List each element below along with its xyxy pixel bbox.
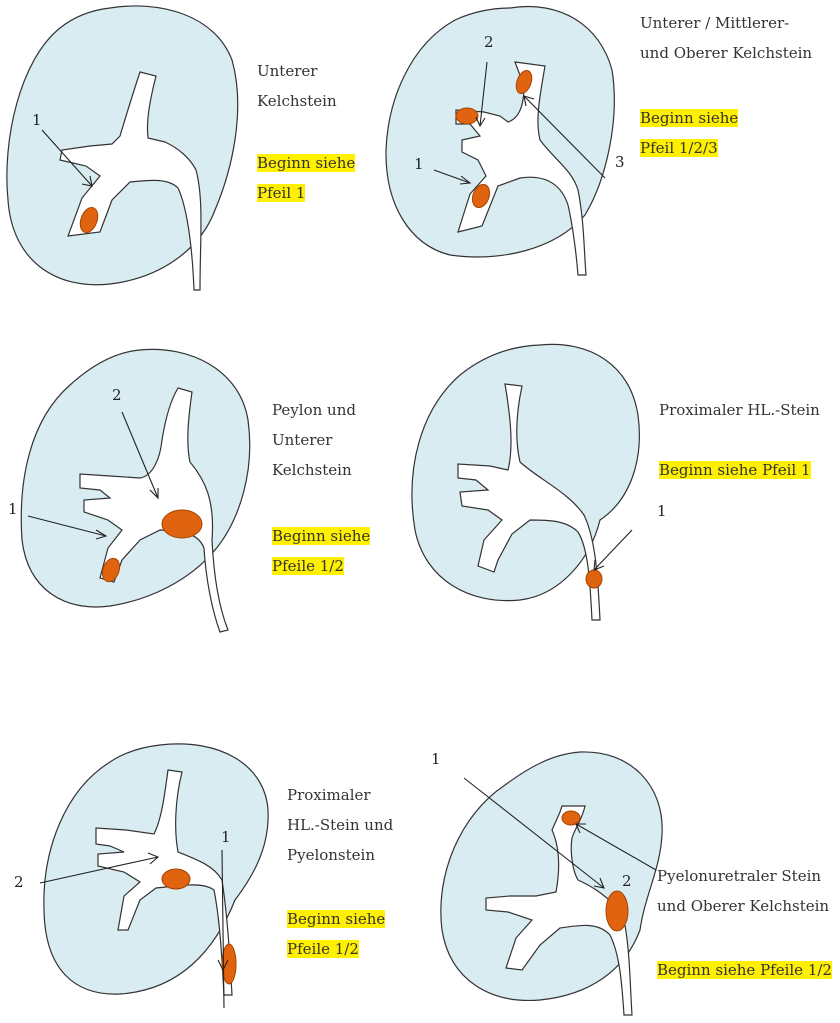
panel3-title: Peylon und Unterer Kelchstein — [272, 395, 356, 485]
panel4-begin-line-1: Beginn siehe Pfeil 1 — [659, 461, 811, 479]
panel5-begin-note: Beginn siehe Pfeile 1/2 — [287, 904, 385, 964]
stone-3a — [162, 510, 202, 538]
panel6-title-line-1: Pyelonuretraler Stein — [657, 861, 829, 891]
panel1-begin-line-2: Pfeil 1 — [257, 184, 305, 202]
panel3-begin-line-2: Pfeile 1/2 — [272, 557, 344, 575]
panel2-arrow-1-number: 1 — [414, 155, 424, 173]
panel2-arrow-3-number: 3 — [615, 153, 625, 171]
panel2-begin-note: Beginn siehe Pfeil 1/2/3 — [640, 103, 738, 163]
panel3-title-line-1: Peylon und — [272, 395, 356, 425]
panel5-title-line-2: HL.-Stein und — [287, 810, 393, 840]
panel6-arrow-1-number: 1 — [431, 750, 441, 768]
panel6-title: Pyelonuretraler Stein und Oberer Kelchst… — [657, 861, 829, 921]
panel6-begin-line-1: Beginn siehe Pfeile 1/2 — [657, 961, 832, 979]
kidney-5 — [40, 744, 268, 1008]
panel2-title-line-1: Unterer / Mittlerer- — [640, 8, 812, 38]
panel4-begin-note: Beginn siehe Pfeil 1 — [659, 455, 811, 485]
panel2-begin-line-2: Pfeil 1/2/3 — [640, 139, 718, 157]
panel5-title: Proximaler HL.-Stein und Pyelonstein — [287, 780, 393, 870]
panel5-title-line-1: Proximaler — [287, 780, 393, 810]
kidney-1 — [7, 6, 238, 290]
panel5-arrow-1-number: 1 — [221, 828, 231, 846]
panel3-begin-note: Beginn siehe Pfeile 1/2 — [272, 521, 370, 581]
stone-6b — [606, 891, 628, 931]
panel2-arrow-2-number: 2 — [484, 33, 494, 51]
panel3-arrow-1-number: 1 — [8, 500, 18, 518]
stone-6a — [562, 811, 580, 825]
panel3-begin-line-1: Beginn siehe — [272, 527, 370, 545]
panel1-title: Unterer Kelchstein — [257, 56, 337, 116]
panel4-title: Proximaler HL.-Stein — [659, 395, 820, 425]
panel4-title-line-1: Proximaler HL.-Stein — [659, 395, 820, 425]
kidney-2 — [386, 7, 614, 275]
panel3-arrow-2-number: 2 — [112, 386, 122, 404]
kidney-3 — [21, 349, 249, 632]
kidney-4 — [412, 344, 639, 620]
panel2-begin-line-1: Beginn siehe — [640, 109, 738, 127]
arrow-4-1 — [594, 530, 632, 570]
stone-5a — [162, 869, 190, 889]
panel1-title-line-1: Unterer — [257, 56, 337, 86]
panel5-begin-line-2: Pfeile 1/2 — [287, 940, 359, 958]
panel3-title-line-2: Unterer — [272, 425, 356, 455]
panel6-title-line-2: und Oberer Kelchstein — [657, 891, 829, 921]
panel2-title-line-2: und Oberer Kelchstein — [640, 38, 812, 68]
panel6-arrow-2-number: 2 — [622, 872, 632, 890]
stone-2b — [456, 108, 478, 124]
panel6-begin-note: Beginn siehe Pfeile 1/2 — [657, 955, 832, 985]
panel5-arrow-2-number: 2 — [14, 873, 24, 891]
panel5-begin-line-1: Beginn siehe — [287, 910, 385, 928]
panel2-title: Unterer / Mittlerer- und Oberer Kelchste… — [640, 8, 812, 68]
panel3-title-line-3: Kelchstein — [272, 455, 356, 485]
panel1-arrow-1-number: 1 — [32, 111, 42, 129]
panel1-begin-note: Beginn siehe Pfeil 1 — [257, 148, 355, 208]
stone-4 — [586, 570, 602, 588]
panel1-title-line-2: Kelchstein — [257, 86, 337, 116]
panel4-arrow-1-number: 1 — [657, 502, 667, 520]
panel1-begin-line-1: Beginn siehe — [257, 154, 355, 172]
panel5-title-line-3: Pyelonstein — [287, 840, 393, 870]
